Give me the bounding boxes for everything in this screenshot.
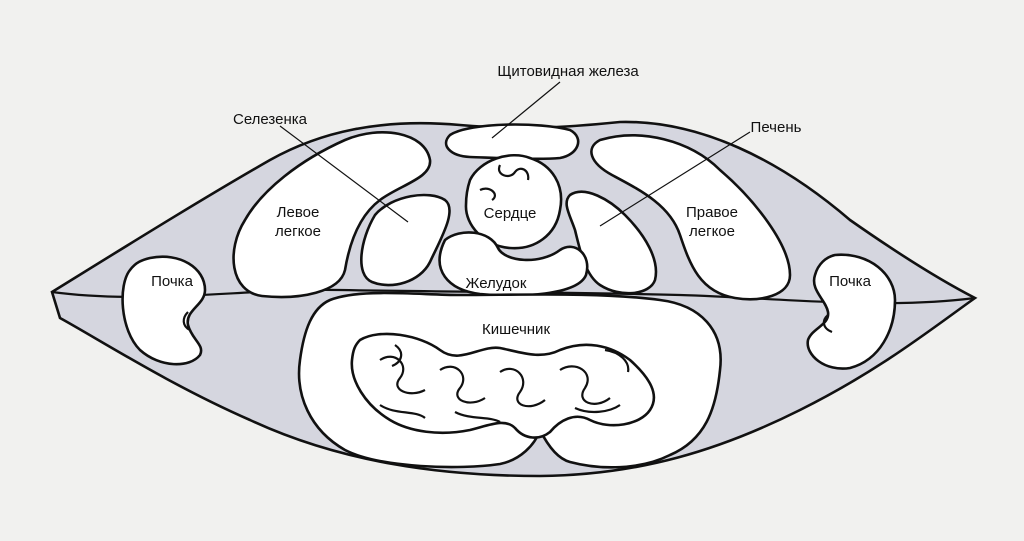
liver xyxy=(565,190,658,295)
heart xyxy=(464,153,563,250)
thyroid-leader xyxy=(491,81,561,139)
left-kidney-ureter xyxy=(182,311,191,331)
spleen xyxy=(360,193,451,287)
intestine-label: Кишечник xyxy=(482,321,550,338)
thyroid xyxy=(444,123,580,161)
heart-vessels xyxy=(479,164,530,201)
stomach-label: Желудок xyxy=(466,275,527,292)
small-intestine xyxy=(350,332,656,439)
heart-label: Сердце xyxy=(484,205,537,222)
right-lung-label-line1: Правое xyxy=(686,204,738,221)
right-kidney-ureter xyxy=(822,314,833,334)
left-lung-label-line1: Левое xyxy=(277,204,320,221)
right-kidney xyxy=(806,253,897,370)
liver-leader xyxy=(599,131,751,227)
left-lung-label-line2: легкое xyxy=(275,223,321,240)
stomach xyxy=(438,231,589,297)
intestine-coils xyxy=(379,344,630,423)
right-kidney-label: Почка xyxy=(829,273,872,290)
right-lung-label-line2: легкое xyxy=(689,223,735,240)
spleen-leader xyxy=(279,125,409,223)
right-lung xyxy=(590,134,792,301)
liver-label: Печень xyxy=(751,119,802,136)
spleen-label: Селезенка xyxy=(233,111,308,128)
left-lung xyxy=(232,131,432,299)
left-kidney-label: Почка xyxy=(151,273,194,290)
left-kidney xyxy=(121,255,207,366)
thyroid-label: Щитовидная железа xyxy=(497,63,639,80)
